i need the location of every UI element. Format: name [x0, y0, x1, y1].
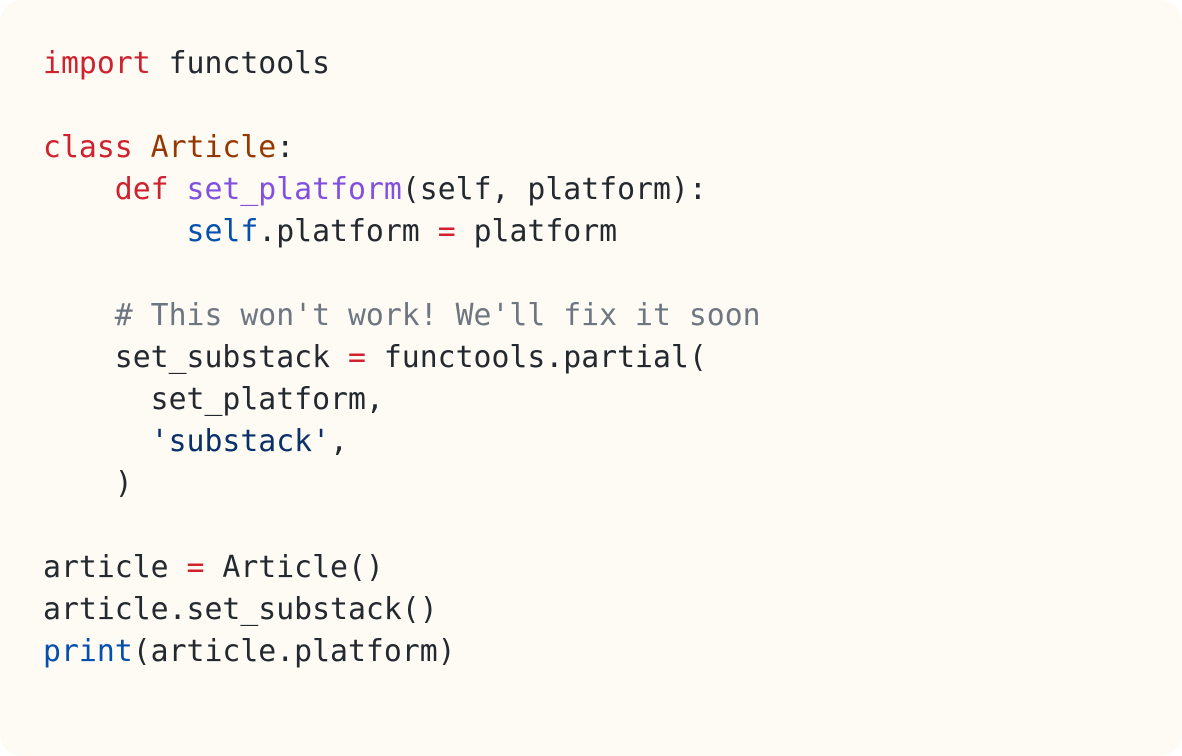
code-line: import functools: [43, 43, 1182, 85]
code-token: set_substack: [43, 340, 348, 375]
code-token: .platform: [258, 214, 438, 249]
code-token: [43, 298, 115, 333]
code-line: set_substack = functools.partial(: [43, 337, 1182, 379]
code-token: print: [43, 634, 133, 669]
code-line: article = Article(): [43, 547, 1182, 589]
code-line: article.set_substack(): [43, 589, 1182, 631]
code-token: class: [43, 130, 133, 165]
code-line: 'substack',: [43, 421, 1182, 463]
code-token: platform: [455, 214, 618, 249]
code-token: 'substack': [150, 424, 331, 459]
code-token: (article.platform): [132, 634, 456, 669]
code-line: class Article:: [43, 127, 1182, 169]
code-line: [43, 253, 1182, 295]
code-token: [133, 130, 151, 165]
code-token: set_platform: [186, 172, 402, 207]
code-token: [43, 424, 151, 459]
code-line: def set_platform(self, platform):: [43, 169, 1182, 211]
code-line: ): [43, 463, 1182, 505]
code-token: # This won't work! We'll fix it soon: [114, 298, 761, 333]
code-token: [43, 214, 187, 249]
code-token: functools: [150, 46, 331, 81]
code-token: functools.partial(: [365, 340, 707, 375]
code-token: self: [186, 214, 259, 249]
code-token: Article(): [204, 550, 384, 585]
code-content: import functools class Article: def set_…: [43, 43, 1182, 673]
code-token: ): [43, 466, 133, 501]
code-token: [169, 172, 187, 207]
code-token: ,: [330, 424, 348, 459]
code-line: [43, 85, 1182, 127]
code-token: def: [114, 172, 169, 207]
code-token: :: [276, 130, 295, 165]
code-line: # This won't work! We'll fix it soon: [43, 295, 1182, 337]
code-line: set_platform,: [43, 379, 1182, 421]
code-token: =: [347, 340, 366, 375]
code-token: (self, platform):: [401, 172, 707, 207]
code-line: self.platform = platform: [43, 211, 1182, 253]
code-token: article.set_substack(): [43, 592, 438, 627]
code-token: article: [43, 550, 187, 585]
code-token: =: [186, 550, 205, 585]
code-token: Article: [150, 130, 277, 165]
code-token: set_platform,: [43, 382, 384, 417]
code-line: print(article.platform): [43, 631, 1182, 673]
code-token: import: [43, 46, 151, 81]
code-line: [43, 505, 1182, 547]
code-token: =: [437, 214, 456, 249]
code-token: [43, 172, 115, 207]
